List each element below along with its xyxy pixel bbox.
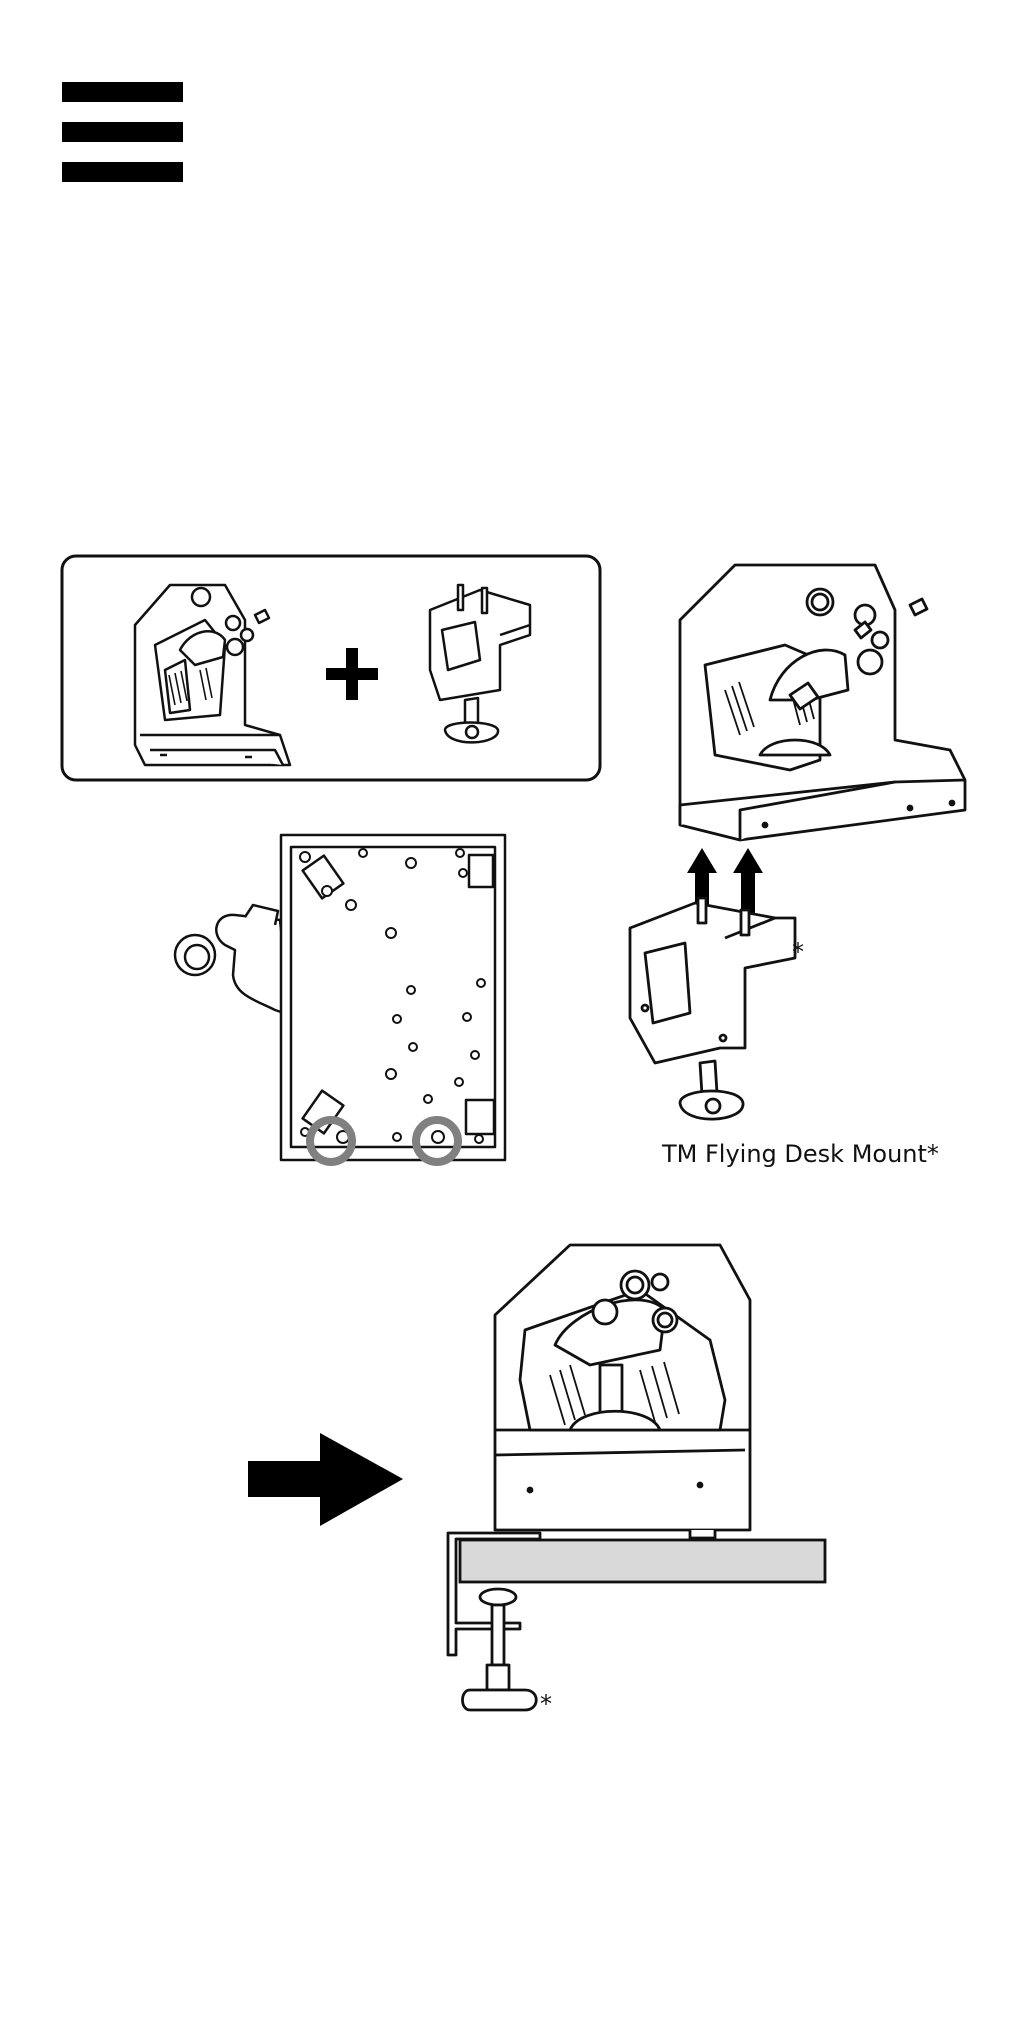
desk-with-clamp-illustration: [430, 1525, 830, 1745]
desk-mount-caption: TM Flying Desk Mount*: [662, 1140, 939, 1168]
throttle-underside-illustration: [175, 825, 535, 1185]
desk-mount-clamp-small-illustration: [420, 580, 560, 760]
desk-mount-clamp-large-illustration: [625, 898, 825, 1138]
throttle-unit-large-illustration: [670, 560, 980, 860]
throttle-mounted-illustration: [490, 1240, 790, 1540]
clamp-asterisk: *: [540, 1690, 552, 1718]
arrow-right-icon: [248, 1433, 403, 1526]
throttle-unit-small-illustration: [105, 575, 305, 775]
plus-symbol: [326, 648, 378, 700]
mount-asterisk: *: [792, 938, 804, 966]
desk-surface: [460, 1540, 825, 1582]
